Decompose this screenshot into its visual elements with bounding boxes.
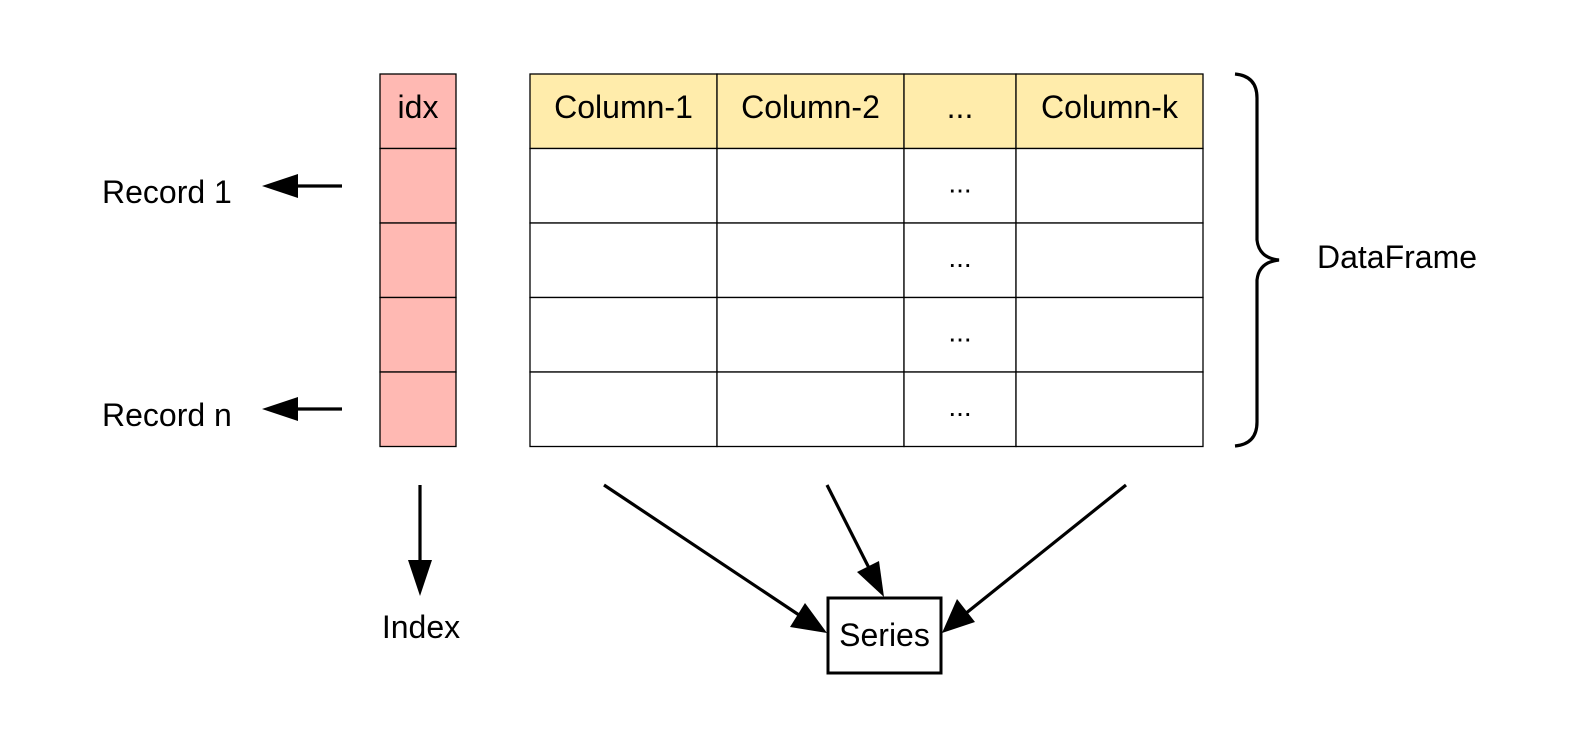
column-header-cell [903,73,1017,150]
table-cell [903,296,1017,373]
dataframe-label: DataFrame [1317,239,1477,275]
table-header: Column-1 Column-2... Column-k [529,73,1204,150]
table-cell [529,371,718,448]
series-arrow-middle [825,484,884,597]
index-header-text: idx [398,89,439,125]
table-cell [529,296,718,373]
table-cell [1015,296,1204,373]
index-label: Index [382,609,460,645]
record-first-label: Record 1 [102,174,232,210]
table-cell-text: ... [948,242,971,273]
table-cell [716,147,905,224]
table-cell [716,371,905,448]
record-first-arrow [262,174,342,198]
column-header-text: Column-1 [554,89,693,125]
table-cell-text: ... [948,391,971,422]
table-cell-text: ... [948,168,971,199]
table-cell [1015,222,1204,299]
index-header-cell [379,73,457,150]
record-last-arrow [262,397,342,421]
index-cell [379,371,457,448]
series-arrow-left [603,483,827,633]
index-arrow [408,485,432,596]
table-cell [903,371,1017,448]
column-header-cell [716,73,905,150]
index-column: idx [379,73,457,448]
column-header-text: Column-k [1041,89,1179,125]
index-cell [379,147,457,224]
column-header-cell [529,73,718,150]
index-cell [379,296,457,373]
table-cell [1015,147,1204,224]
column-header-text: ... [947,89,974,125]
table-cell [529,222,718,299]
series-arrow-right [942,483,1128,633]
column-header-cell [1015,73,1204,150]
series-label: Series [839,617,930,653]
table-cell [716,296,905,373]
table-cell [1015,371,1204,448]
table-cell-text: ... [948,317,971,348]
dataframe-brace [1234,72,1280,448]
record-last-label: Record n [102,397,232,433]
table-cell [529,147,718,224]
column-header-text: Column-2 [741,89,880,125]
series-box [826,596,943,675]
index-cell [379,222,457,299]
table-cell [716,222,905,299]
table-cell [903,147,1017,224]
table-body: ............ [529,147,1204,448]
